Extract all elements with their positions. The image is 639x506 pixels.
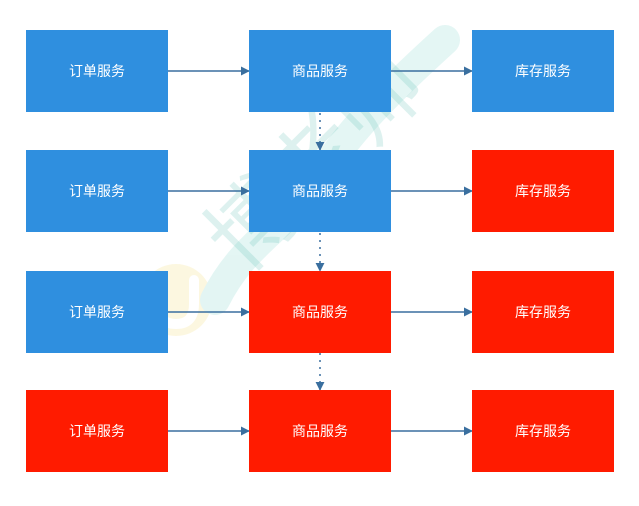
order-service-box: 订单服务 xyxy=(26,271,168,353)
service-label: 订单服务 xyxy=(69,184,125,200)
order-service-box: 订单服务 xyxy=(26,390,168,472)
service-label: 库存服务 xyxy=(515,424,571,440)
service-label: 库存服务 xyxy=(515,64,571,80)
service-label: 库存服务 xyxy=(515,184,571,200)
service-label: 订单服务 xyxy=(69,64,125,80)
product-service-box: 商品服务 xyxy=(249,150,391,232)
inventory-service-box: 库存服务 xyxy=(472,150,614,232)
product-service-box: 商品服务 xyxy=(249,30,391,112)
inventory-service-box: 库存服务 xyxy=(472,390,614,472)
order-service-box: 订单服务 xyxy=(26,30,168,112)
service-label: 商品服务 xyxy=(292,64,348,80)
product-service-box: 商品服务 xyxy=(249,271,391,353)
service-label: 商品服务 xyxy=(292,184,348,200)
service-label: 订单服务 xyxy=(69,305,125,321)
inventory-service-box: 库存服务 xyxy=(472,271,614,353)
service-label: 库存服务 xyxy=(515,305,571,321)
service-label: 商品服务 xyxy=(292,305,348,321)
inventory-service-box: 库存服务 xyxy=(472,30,614,112)
order-service-box: 订单服务 xyxy=(26,150,168,232)
service-label: 订单服务 xyxy=(69,424,125,440)
service-label: 商品服务 xyxy=(292,424,348,440)
product-service-box: 商品服务 xyxy=(249,390,391,472)
